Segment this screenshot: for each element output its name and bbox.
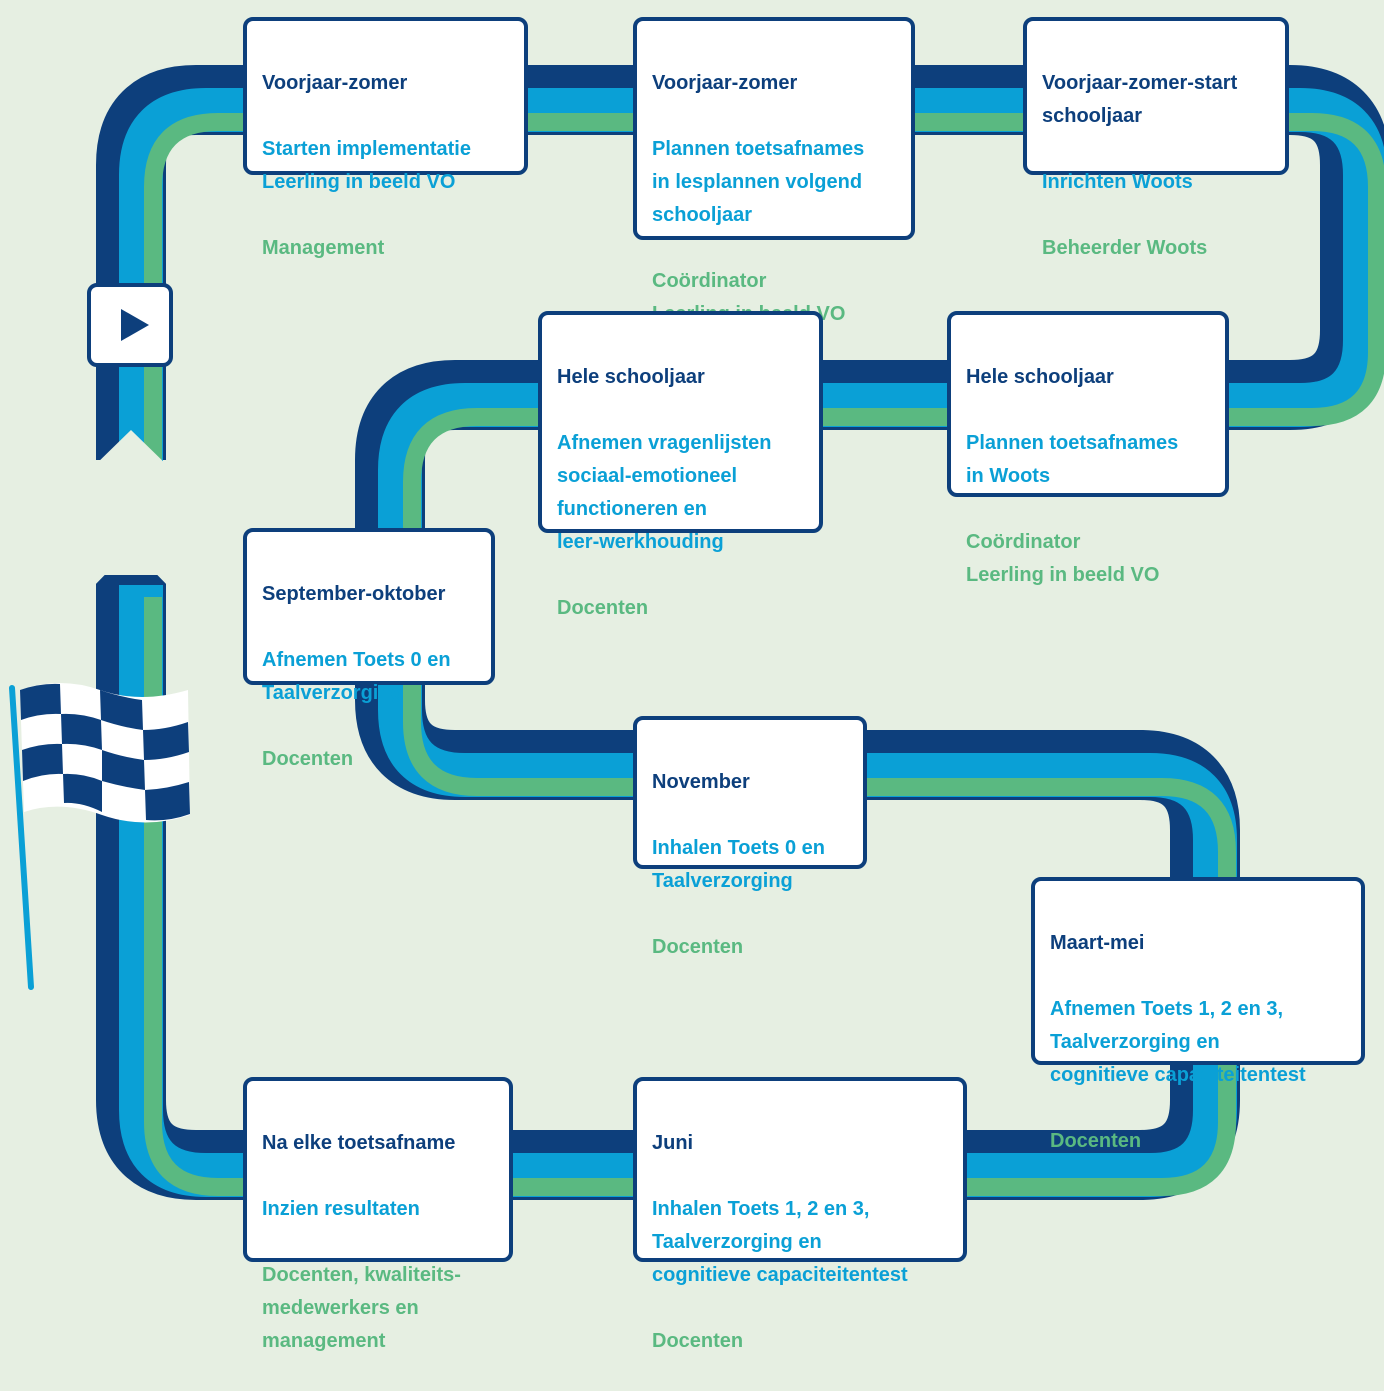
step-role: Coördinator Leerling in beeld VO: [966, 531, 1160, 586]
step-task: Afnemen Toets 0 en Taalverzorging: [262, 649, 451, 704]
step-role: Docenten: [652, 1330, 744, 1352]
step-card-toets-1-2-3: Maart-mei Afnemen Toets 1, 2 en 3, Taalv…: [1031, 877, 1365, 1152]
step-period: Juni: [652, 1132, 694, 1154]
step-period: Hele schooljaar: [966, 366, 1114, 388]
step-period: November: [652, 771, 750, 793]
step-period: Voorjaar-zomer-start schooljaar: [1042, 72, 1238, 127]
step-card-voorjaar-zomer-lesplannen: Voorjaar-zomer Plannen toetsafnames in l…: [633, 17, 915, 325]
step-task: Inhalen Toets 0 en Taalverzorging: [652, 837, 825, 892]
step-card-plannen-in-woots: Hele schooljaar Plannen toetsafnames in …: [947, 311, 1229, 586]
step-task: Plannen toetsafnames in Woots: [966, 432, 1179, 487]
step-task: Inrichten Woots: [1042, 171, 1193, 193]
step-card-inhalen-toets-0: November Inhalen Toets 0 en Taalverzorgi…: [633, 716, 867, 958]
step-card-toets-0: September-oktober Afnemen Toets 0 en Taa…: [243, 528, 495, 770]
start-play-button[interactable]: [87, 283, 173, 367]
step-period: Maart-mei: [1050, 932, 1145, 954]
step-task: Starten implementatie Leerling in beeld …: [262, 138, 471, 193]
play-icon: [121, 309, 149, 341]
track-start-notch: [90, 430, 172, 470]
step-card-inhalen-toets-1-2-3: Juni Inhalen Toets 1, 2 en 3, Taalverzor…: [633, 1077, 967, 1352]
step-role: Docenten: [1050, 1130, 1142, 1152]
step-role: Management: [262, 237, 385, 259]
step-role: Docenten: [262, 748, 354, 770]
step-role: Docenten, kwaliteits- medewerkers en man…: [262, 1264, 461, 1352]
step-period: September-oktober: [262, 583, 446, 605]
step-card-inrichten-woots: Voorjaar-zomer-start schooljaar Inrichte…: [1023, 17, 1289, 259]
step-period: Na elke toetsafname: [262, 1132, 456, 1154]
step-task: Inhalen Toets 1, 2 en 3, Taalverzorging …: [652, 1198, 908, 1286]
step-task: Afnemen Toets 1, 2 en 3, Taalverzorging …: [1050, 998, 1306, 1086]
step-task: Afnemen vragenlijsten sociaal-emotioneel…: [557, 432, 772, 553]
step-role: Docenten: [557, 597, 649, 619]
step-period: Voorjaar-zomer: [262, 72, 408, 94]
checkered-flag-icon: [9, 683, 190, 990]
step-card-voorjaar-zomer-implementatie: Voorjaar-zomer Starten implementatie Lee…: [243, 17, 528, 259]
step-card-vragenlijsten: Hele schooljaar Afnemen vragenlijsten so…: [538, 311, 823, 619]
step-period: Voorjaar-zomer: [652, 72, 798, 94]
step-task: Inzien resultaten: [262, 1198, 420, 1220]
step-period: Hele schooljaar: [557, 366, 705, 388]
step-card-inzien-resultaten: Na elke toetsafname Inzien resultaten Do…: [243, 1077, 513, 1352]
step-task: Plannen toetsafnames in lesplannen volge…: [652, 138, 865, 226]
step-role: Docenten: [652, 936, 744, 958]
step-role: Beheerder Woots: [1042, 237, 1208, 259]
track-end-tip: [90, 538, 172, 590]
